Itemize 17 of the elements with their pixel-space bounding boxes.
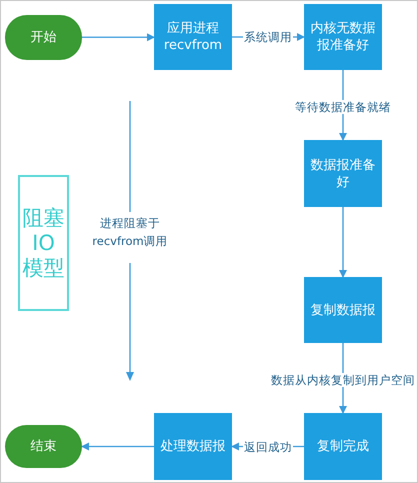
arrow bbox=[81, 442, 154, 450]
title-box: 阻塞IO模型 bbox=[18, 175, 69, 311]
start-terminal: 开始 bbox=[5, 15, 82, 60]
process-box: 处理数据报 bbox=[154, 413, 232, 480]
edge-label: 返回成功 bbox=[243, 440, 293, 454]
arrow bbox=[82, 33, 155, 42]
process-box: 内核无数据报准备好 bbox=[304, 4, 382, 70]
process-box: 数据报准备好 bbox=[304, 140, 382, 207]
edge-label: 系统调用 bbox=[243, 30, 293, 44]
edge-label: 数据从内核复制到用户空间 bbox=[270, 373, 416, 387]
process-box: 复制数据报 bbox=[304, 277, 382, 343]
note-text: 进程阻塞于recvfrom调用 bbox=[91, 215, 169, 250]
edge-label: 等待数据准备就绪 bbox=[294, 100, 392, 114]
arrow bbox=[339, 207, 347, 278]
process-box: 应用进程 recvfrom bbox=[154, 4, 232, 70]
end-terminal: 结束 bbox=[5, 425, 82, 468]
process-box: 复制完成 bbox=[304, 413, 382, 480]
